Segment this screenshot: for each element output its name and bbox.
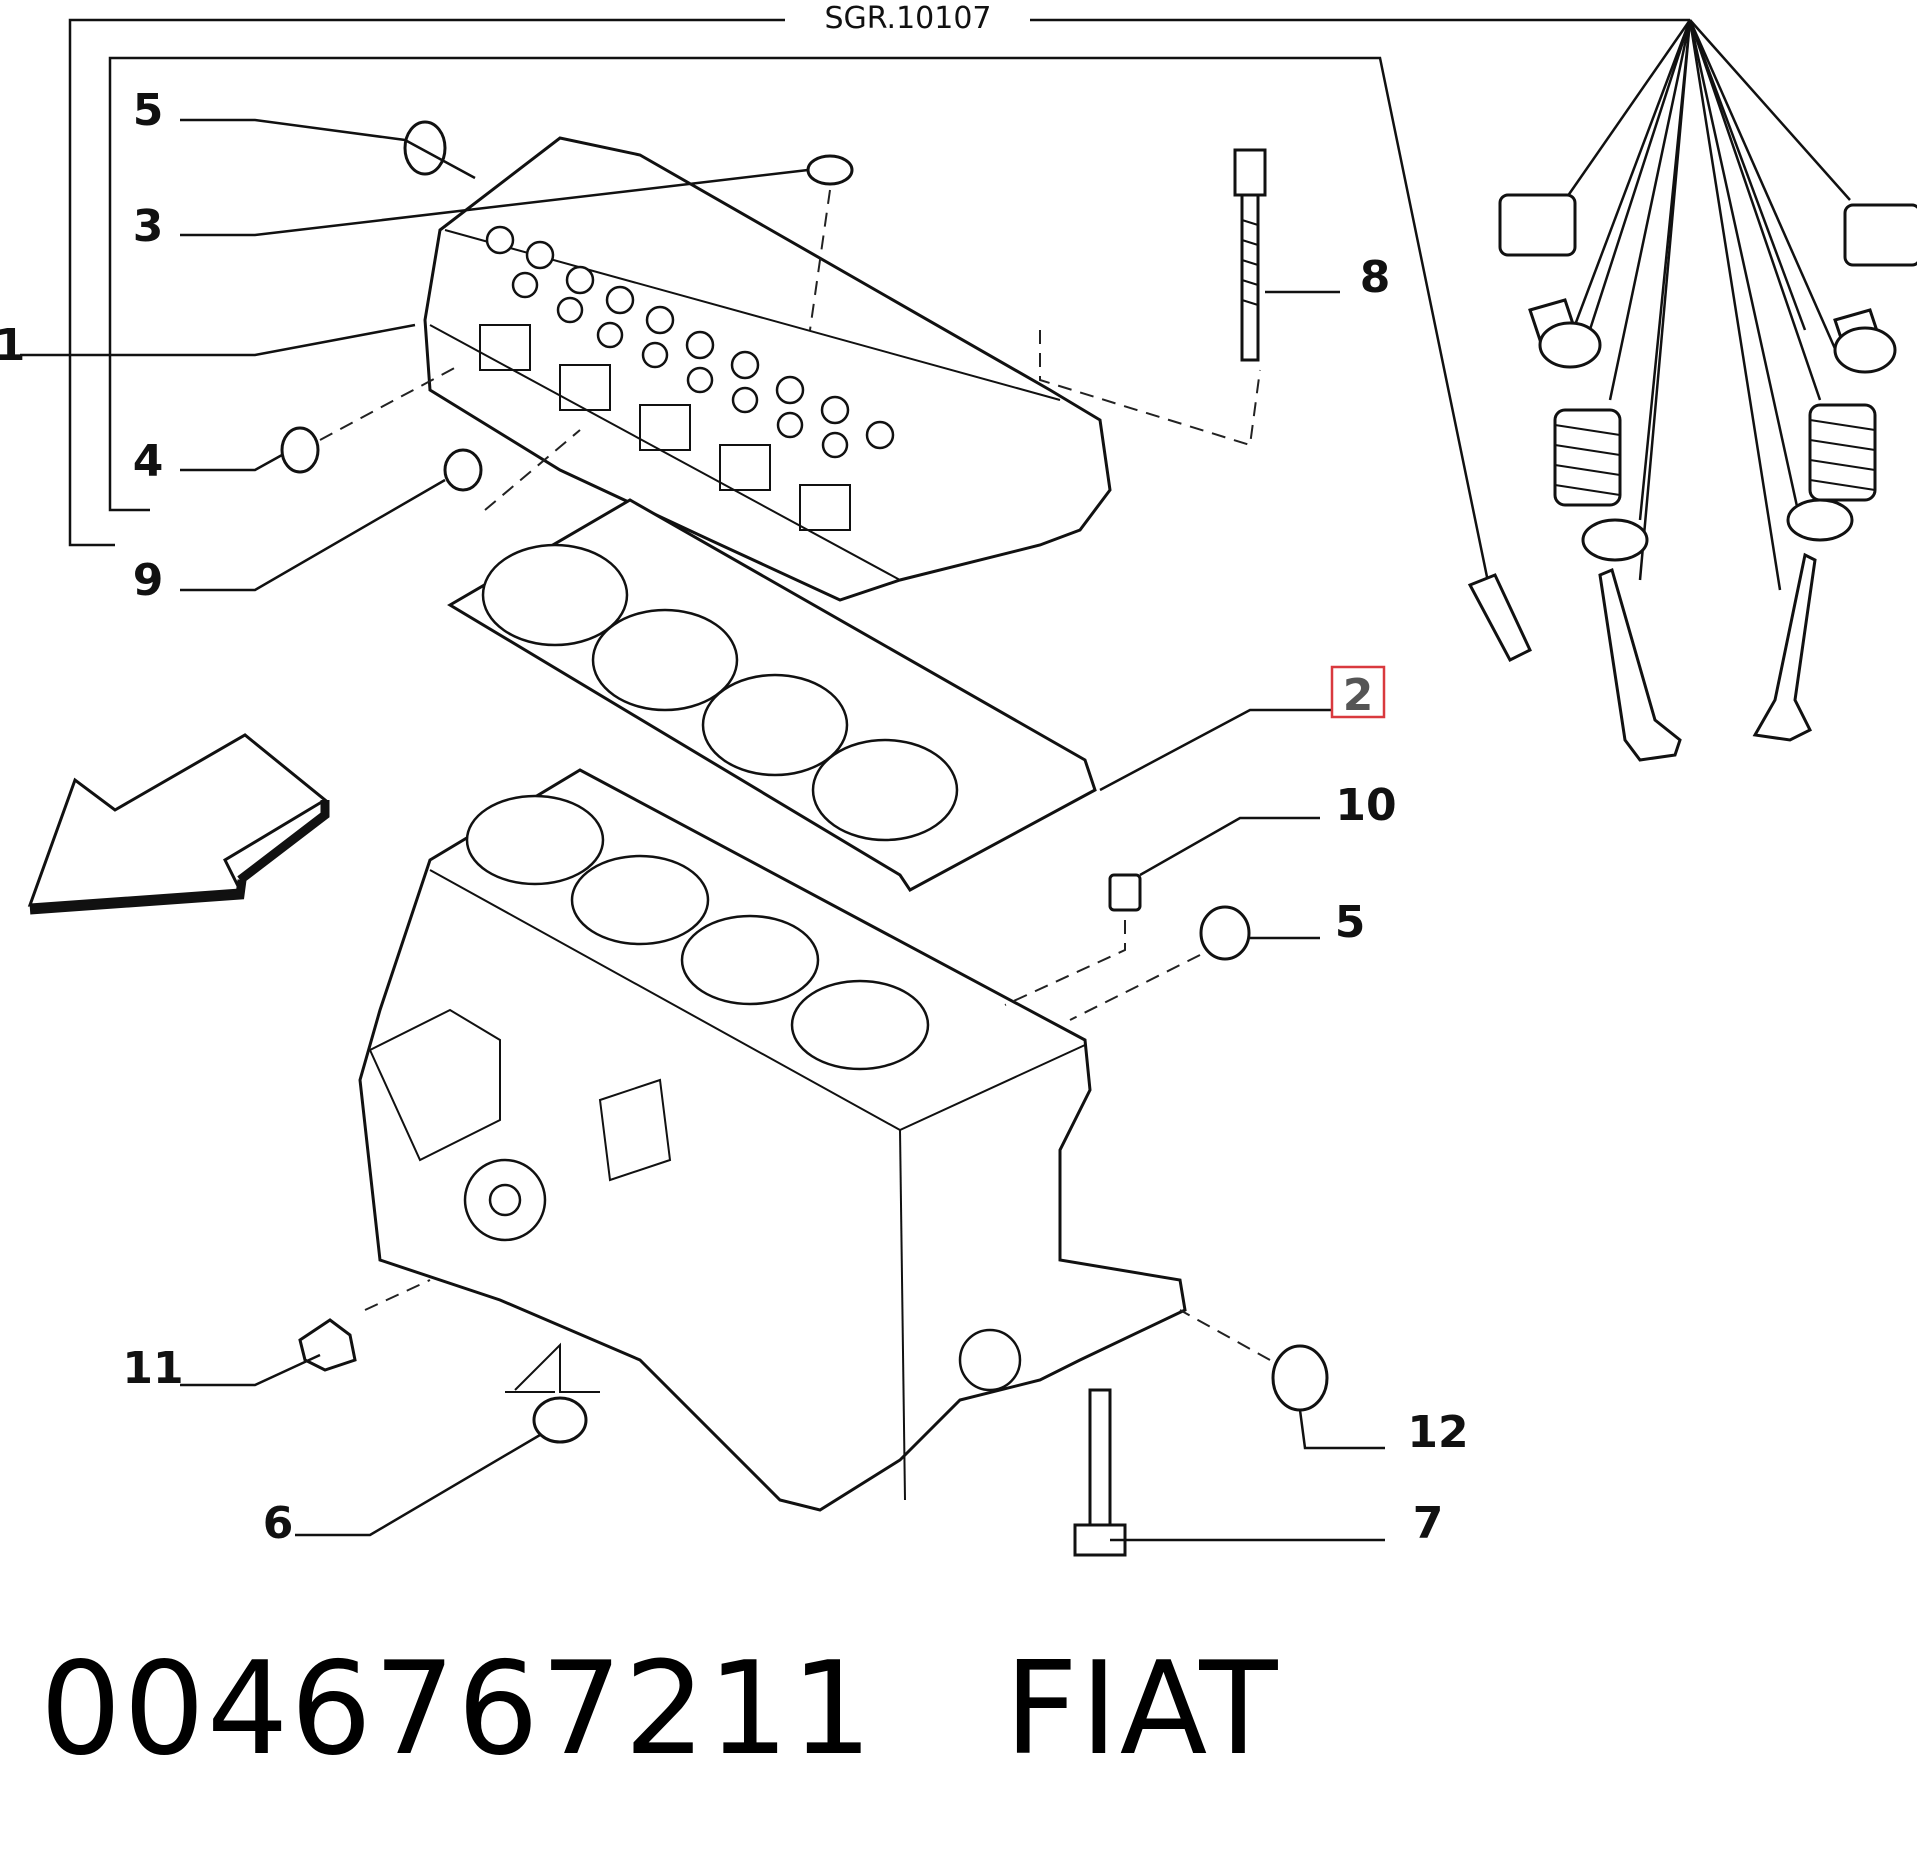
- threaded-plug-4-icon: [280, 426, 320, 474]
- valve-guide-icon: [1467, 573, 1532, 662]
- callout-7: 7: [1413, 1498, 1444, 1549]
- callout-numbers: 5 3 1 4 9 8 2 10 5 11 12 6 7: [0, 85, 1469, 1549]
- dowel-9-icon: [443, 448, 483, 492]
- callout-2-highlight-box: [1330, 665, 1386, 719]
- spring-seat-right-icon: [1786, 498, 1854, 542]
- direction-arrow: [27, 733, 330, 915]
- plug-6-icon: [532, 1396, 588, 1444]
- callout-1: 1: [0, 320, 25, 371]
- group-reference-label: SGR.10107: [824, 1, 991, 36]
- bolt-11-icon: [298, 1318, 357, 1372]
- spring-retainer-left-icon: [1538, 321, 1602, 369]
- callout-9: 9: [133, 555, 164, 606]
- callout-12: 12: [1407, 1407, 1468, 1458]
- valve-spring-right-icon: [1808, 403, 1877, 502]
- callout-8: 8: [1360, 252, 1391, 303]
- tappet-right-icon: [1843, 203, 1917, 267]
- callout-3: 3: [133, 201, 164, 252]
- plug-3-icon: [806, 154, 854, 186]
- part-footer: 0046767211 FIAT: [40, 1630, 1280, 1790]
- sleeve-12-icon: [1271, 1344, 1329, 1412]
- spring-seat-left-icon: [1581, 518, 1649, 562]
- dowel-10-icon: [1108, 873, 1142, 912]
- valve-train-parts: [1467, 19, 1917, 762]
- spring-retainer-right-icon: [1833, 326, 1897, 374]
- valve-left-icon: [1598, 567, 1682, 762]
- bolt-7-icon: [1073, 1388, 1127, 1557]
- head-ports: [479, 324, 851, 531]
- callout-11: 11: [122, 1343, 183, 1394]
- callout-2: 2: [1343, 670, 1374, 721]
- engine-block: [358, 768, 1187, 1512]
- leader-lines: [20, 118, 1385, 1542]
- exploded-parts-diagram: SGR.10107: [0, 0, 1917, 1557]
- head-bolt-8-icon: [1233, 148, 1267, 362]
- brand-name: FIAT: [1004, 1635, 1280, 1784]
- valve-right-icon: [1752, 552, 1817, 742]
- valve-spring-left-icon: [1553, 408, 1622, 507]
- callout-5-top: 5: [133, 85, 164, 136]
- part-number: 0046767211: [40, 1635, 875, 1784]
- small-parts: [280, 120, 1329, 1557]
- plug-5-right-icon: [1199, 905, 1251, 961]
- tappet-left-icon: [1498, 193, 1577, 257]
- plug-5-top-icon: [403, 120, 447, 176]
- cylinder-head: [423, 136, 1112, 602]
- head-valve-seats: [485, 225, 895, 459]
- callout-4: 4: [133, 436, 164, 487]
- head-gasket: [447, 498, 1097, 892]
- callout-6: 6: [263, 1498, 294, 1549]
- callout-5-right: 5: [1335, 897, 1366, 948]
- group-bracket: SGR.10107: [68, 0, 1690, 641]
- callout-10: 10: [1335, 780, 1396, 831]
- alignment-lines: [319, 189, 1271, 1393]
